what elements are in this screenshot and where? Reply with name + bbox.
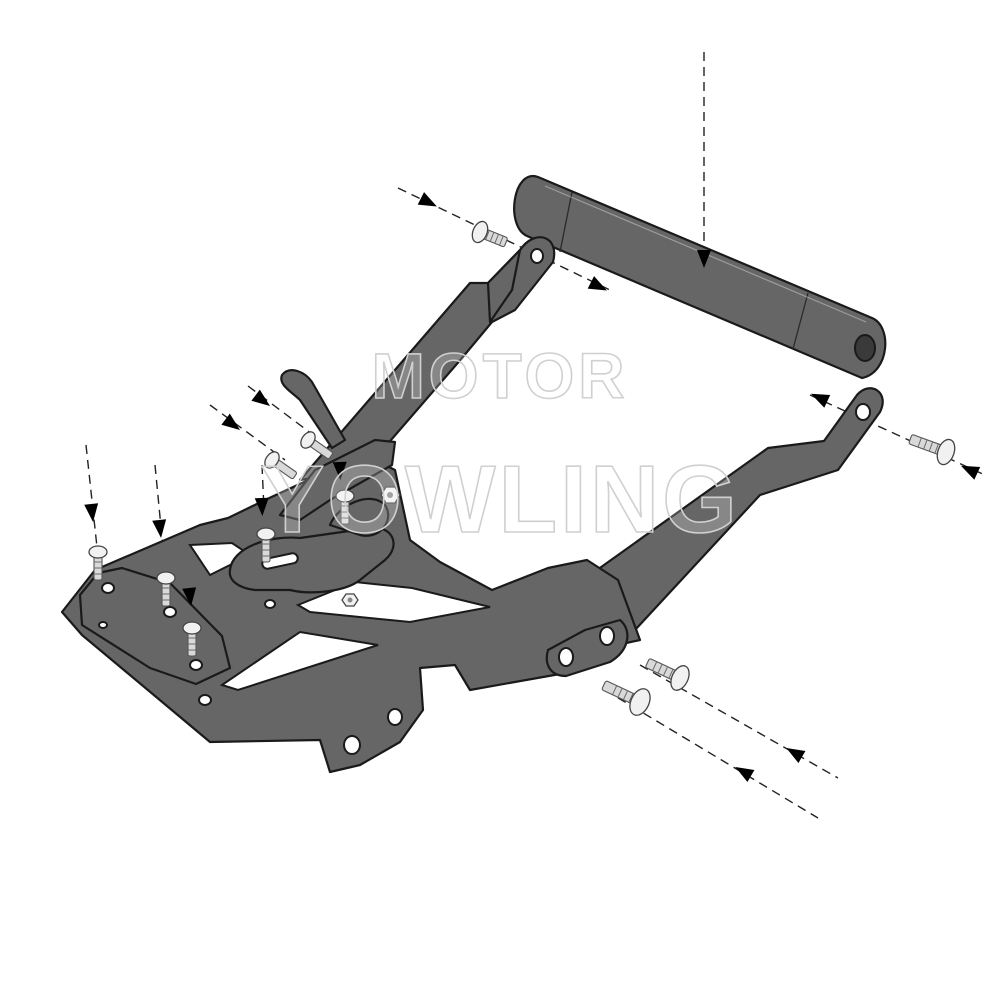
upper-tab-bracket — [278, 369, 397, 522]
arrow-icon — [182, 587, 197, 606]
arrow-icon — [417, 192, 437, 207]
arrow-icon — [786, 748, 806, 764]
arrow-icon — [221, 413, 240, 431]
bolt-icon — [156, 571, 176, 607]
bolt-icon — [601, 680, 651, 716]
bolt-icon — [182, 621, 202, 657]
crossbar-tube — [513, 175, 887, 380]
guide-line-lower-bolt-1 — [639, 664, 839, 779]
direction-arrows — [84, 192, 981, 783]
fasteners — [88, 220, 956, 716]
arrow-icon — [152, 519, 167, 538]
bolt-icon — [335, 489, 355, 525]
guide-line-tab-bolt-2 — [209, 404, 286, 461]
bolt-icon — [908, 434, 956, 466]
arrow-icon — [587, 276, 607, 291]
arrow-icon — [810, 393, 831, 408]
guide-line-right-bolt — [809, 394, 986, 476]
guide-line-left-bolt — [397, 187, 611, 291]
arrow-icon — [251, 389, 270, 407]
arrow-icon — [697, 250, 711, 268]
left-support-arm — [298, 236, 556, 482]
arrow-icon — [960, 465, 981, 480]
arrow-icon — [84, 503, 99, 522]
bolt-icon — [264, 451, 297, 480]
watermark: MOTOR YOWLING — [259, 339, 740, 554]
bolt-icon — [471, 220, 508, 248]
bolt-icon — [645, 658, 690, 691]
bolt-icon — [256, 527, 276, 563]
arrow-icon — [332, 461, 347, 480]
guide-line-lower-bolt-2 — [604, 689, 819, 819]
right-support-arm — [588, 387, 884, 632]
arrow-icon — [735, 767, 755, 783]
watermark-line-1: MOTOR — [371, 340, 628, 412]
nut-icon — [380, 486, 401, 504]
nut-icon — [341, 593, 359, 607]
bolt-icon — [88, 545, 108, 581]
watermark-line-2: YOWLING — [260, 446, 740, 553]
arrow-icon — [254, 497, 269, 516]
bolt-icon — [300, 431, 333, 460]
